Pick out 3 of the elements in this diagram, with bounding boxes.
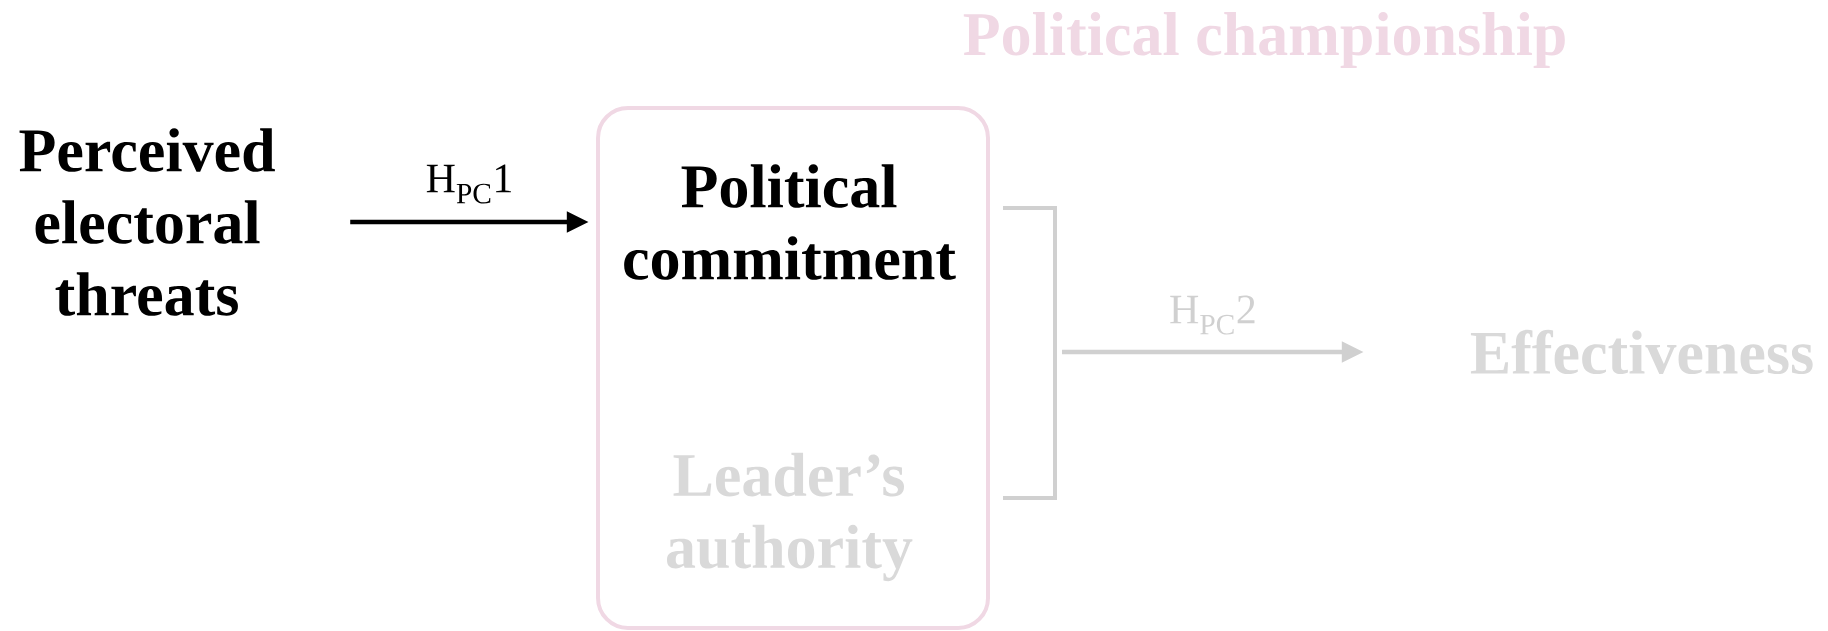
edge-label: H$_{PC}$1 bbox=[426, 164, 511, 204]
concept-label: Perceived electoral threats bbox=[19, 128, 275, 316]
concept-label: Political commitment bbox=[624, 164, 956, 280]
